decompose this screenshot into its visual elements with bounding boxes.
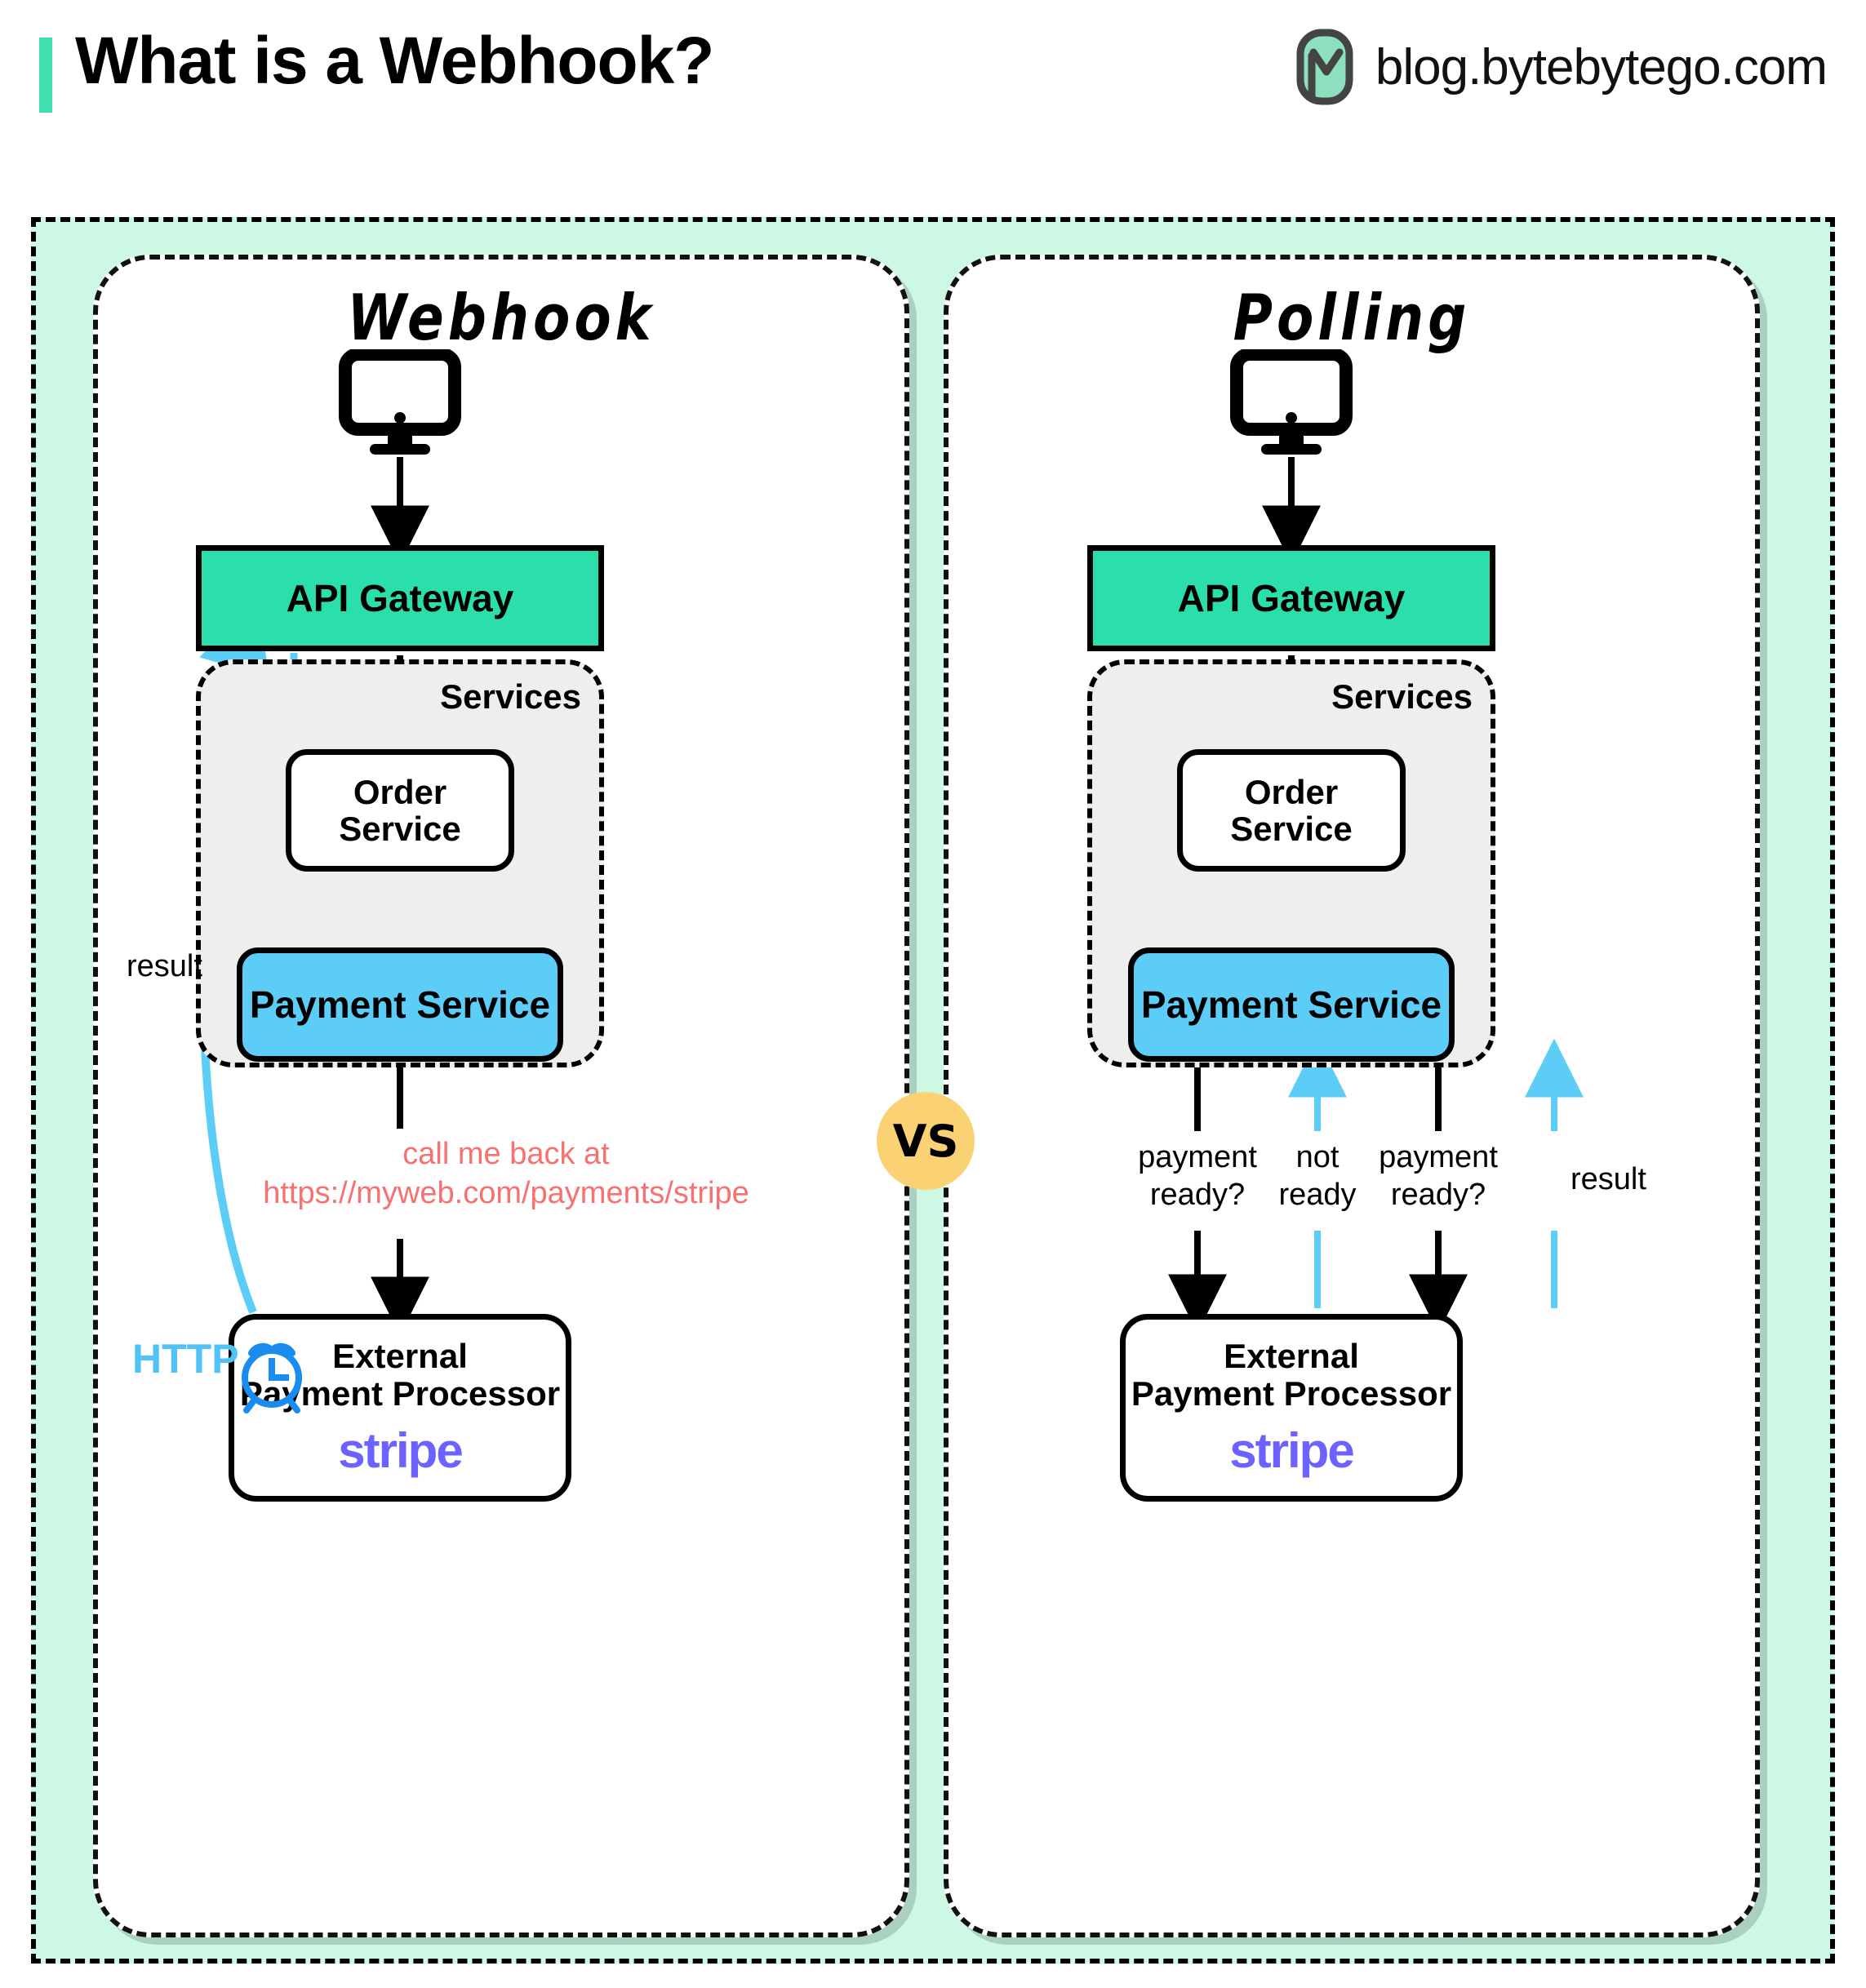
panel-polling-title: Polling bbox=[1233, 281, 1471, 355]
comparison-container: Webhook bbox=[31, 217, 1835, 1964]
api-gateway-box[interactable]: API Gateway bbox=[196, 545, 604, 651]
order-service-line1: Order bbox=[353, 772, 447, 811]
order-service-box[interactable]: Order Service bbox=[1177, 749, 1406, 872]
poll3-line2: ready? bbox=[1390, 1177, 1486, 1212]
poll-label-2: not ready bbox=[1260, 1139, 1375, 1214]
external-line1: External bbox=[1224, 1337, 1359, 1375]
brand-url[interactable]: blog.bytebytego.com bbox=[1375, 38, 1828, 95]
page-header: What is a Webhook? blog.bytebytego.com bbox=[0, 0, 1866, 147]
stripe-logo: stripe bbox=[338, 1423, 463, 1479]
poll1-line2: ready? bbox=[1149, 1177, 1246, 1212]
monitor-icon bbox=[1230, 348, 1353, 455]
page-title: What is a Webhook? bbox=[75, 24, 714, 98]
callback-line1: call me back at bbox=[402, 1137, 610, 1171]
services-label: Services bbox=[1331, 677, 1473, 716]
poll3-line1: payment bbox=[1379, 1140, 1498, 1174]
poll2-line1: not bbox=[1295, 1140, 1340, 1174]
alarm-clock-icon bbox=[227, 1329, 317, 1422]
services-label: Services bbox=[440, 677, 581, 716]
polling-connectors bbox=[1168, 457, 1584, 1333]
external-payment-processor-box[interactable]: External Payment Processor stripe bbox=[1120, 1314, 1463, 1502]
poll-label-3: payment ready? bbox=[1357, 1139, 1520, 1214]
order-service-line2: Service bbox=[339, 810, 461, 848]
order-service-line1: Order bbox=[1244, 772, 1339, 811]
callback-line2: https://myweb.com/payments/stripe bbox=[263, 1175, 749, 1210]
vs-badge: VS bbox=[877, 1092, 975, 1190]
panel-polling: Polling bbox=[944, 255, 1760, 1937]
panel-webhook: Webhook bbox=[93, 255, 909, 1937]
result-label: result bbox=[127, 949, 202, 983]
external-line1: External bbox=[332, 1337, 468, 1375]
callback-annotation: call me back at https://myweb.com/paymen… bbox=[98, 1135, 914, 1213]
order-service-box[interactable]: Order Service bbox=[286, 749, 514, 872]
bytebytego-logo-icon bbox=[1295, 28, 1357, 106]
poll1-line1: payment bbox=[1138, 1140, 1257, 1174]
panel-webhook-title: Webhook bbox=[347, 281, 655, 355]
stripe-logo: stripe bbox=[1229, 1423, 1354, 1479]
webhook-connectors bbox=[199, 457, 429, 1336]
external-line2: Payment Processor bbox=[1131, 1374, 1452, 1413]
payment-service-box[interactable]: Payment Service bbox=[1128, 947, 1455, 1062]
http-label: HTTP bbox=[132, 1336, 239, 1382]
monitor-icon bbox=[339, 348, 461, 455]
poll2-line2: ready bbox=[1278, 1177, 1357, 1212]
order-service-line2: Service bbox=[1230, 810, 1353, 848]
api-gateway-box[interactable]: API Gateway bbox=[1087, 545, 1495, 651]
brand: blog.bytebytego.com bbox=[1295, 28, 1828, 106]
poll-label-4: result bbox=[1571, 1162, 1646, 1196]
payment-service-box[interactable]: Payment Service bbox=[237, 947, 563, 1062]
title-accent-bar bbox=[39, 38, 52, 113]
poll-label-1: payment ready? bbox=[1116, 1139, 1279, 1214]
